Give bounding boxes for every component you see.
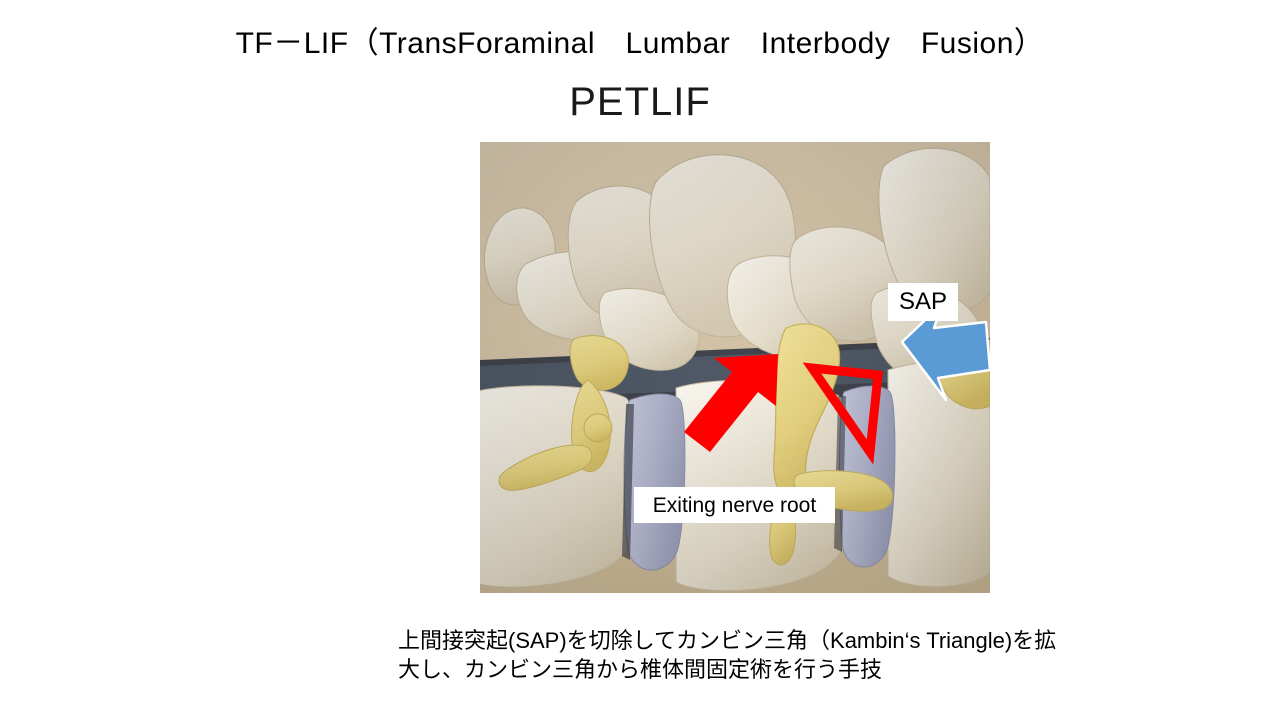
- caption-line-2: 大し、カンビン三角から椎体間固定術を行う手技: [398, 657, 883, 683]
- kambins-triangle-outline: [802, 362, 883, 465]
- spine-model-illustration: [480, 142, 990, 593]
- spine-model-photo: [480, 142, 990, 593]
- page-subtitle: PETLIF: [569, 80, 711, 124]
- caption-line-1: 上間接突起(SAP)を切除してカンビン三角（Kambin‘s Triangle)…: [398, 628, 1057, 653]
- label-exiting-nerve-root: Exiting nerve root: [634, 487, 835, 523]
- caption: 上間接突起(SAP)を切除してカンビン三角（Kambin‘s Triangle)…: [398, 626, 1078, 685]
- page-title: TF－LIF（TransForaminal Lumbar Interbody F…: [235, 27, 1045, 60]
- label-sap: SAP: [888, 283, 958, 321]
- red-arrow-pointing-to-exiting-nerve-root: [684, 354, 778, 452]
